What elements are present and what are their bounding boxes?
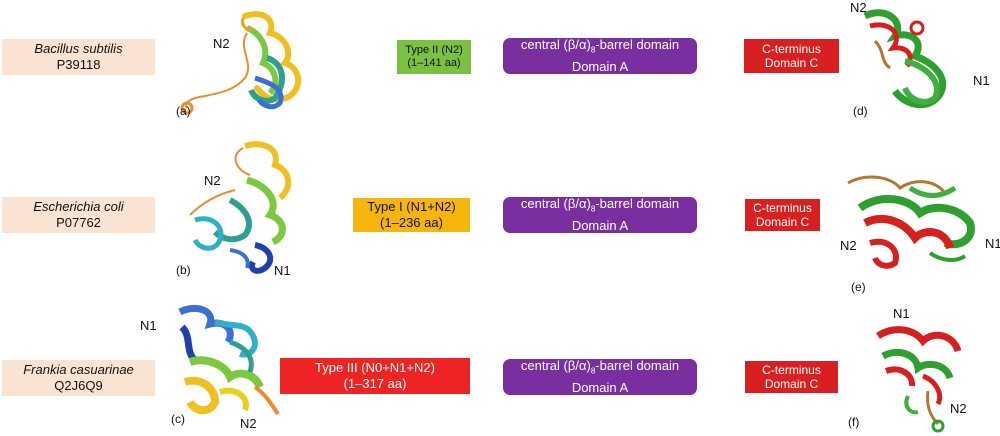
panel-label: (b) [176, 263, 191, 277]
domain-c-label: Domain C [764, 377, 819, 391]
protein-structure-b [189, 141, 292, 274]
n-range-label: (1–141 aa) [407, 57, 461, 69]
panel-label: (c) [171, 412, 185, 426]
structure-label: N2 [850, 0, 867, 15]
structure-label: N2 [204, 173, 221, 188]
domain-a-name: Domain A [571, 379, 629, 395]
accession-id: P39118 [56, 57, 101, 72]
domain-a-box: central (β/α)8-barrel domain Domain A [503, 37, 697, 74]
structure-label: N1 [893, 306, 910, 321]
domain-a-prefix: central (β/α) [520, 358, 591, 374]
n-type-label: Type I (N1+N2) [367, 199, 456, 214]
domain-c-label: Domain C [764, 56, 819, 70]
n-type-label: Type II (N2) [405, 44, 463, 56]
n-terminal-domain-box: Type II (N2) (1–141 aa) [397, 40, 471, 74]
species-box-1: Bacillus subtilis P39118 [2, 39, 155, 75]
species-box-3: Frankia casuarinae Q2J6Q9 [2, 360, 155, 396]
domain-a-prefix: central (β/α) [520, 196, 591, 212]
domain-c-box: C-terminus Domain C [745, 361, 838, 393]
domain-c-label: Domain C [755, 215, 810, 229]
protein-overlay-d [863, 9, 946, 108]
structure-label: N2 [213, 36, 230, 51]
panel-label: (a) [176, 104, 191, 118]
protein-structure-c [178, 305, 280, 416]
n-terminal-domain-box: Type I (N1+N2) (1–236 aa) [353, 198, 470, 232]
species-box-2: Escherichia coli P07762 [2, 197, 155, 233]
structure-label: N1 [274, 263, 291, 278]
n-range-label: (1–236 aa) [380, 215, 443, 230]
protein-structure-a [180, 11, 302, 115]
domain-a-box: central (β/α)8-barrel domain Domain A [503, 196, 697, 233]
domain-a-suffix: -barrel domain [595, 37, 680, 53]
domain-c-box: C-terminus Domain C [745, 199, 820, 231]
c-terminus-label: C-terminus [762, 363, 821, 377]
panel-label: (d) [853, 104, 868, 118]
domain-a-title: central (β/α)8-barrel domain [503, 358, 697, 380]
structure-label: N2 [240, 416, 257, 431]
structure-label: N2 [840, 238, 857, 253]
species-name: Bacillus subtilis [34, 41, 123, 56]
domain-a-subscript: 8 [590, 366, 596, 376]
domain-a-box: central (β/α)8-barrel domain Domain A [503, 358, 697, 395]
domain-a-name: Domain A [571, 58, 629, 74]
structure-label: N2 [950, 401, 967, 416]
c-terminus-label: C-terminus [753, 201, 812, 215]
domain-a-prefix: central (β/α) [520, 37, 591, 53]
domain-a-subscript: 8 [590, 45, 596, 55]
domain-a-suffix: -barrel domain [595, 358, 680, 374]
domain-a-name: Domain A [571, 217, 629, 233]
domain-c-box: C-terminus Domain C [744, 39, 839, 73]
protein-overlay-f [876, 326, 962, 433]
accession-id: P07762 [56, 215, 101, 230]
domain-a-title: central (β/α)8-barrel domain [503, 196, 697, 218]
panel-label: (e) [851, 280, 866, 294]
domain-a-title: central (β/α)8-barrel domain [503, 37, 697, 59]
n-terminal-domain-box: Type III (N0+N1+N2) (1–317 aa) [280, 358, 470, 394]
domain-a-subscript: 8 [590, 204, 596, 214]
c-terminus-label: C-terminus [762, 42, 821, 56]
n-type-label: Type III (N0+N1+N2) [315, 360, 435, 375]
structure-label: N1 [140, 318, 157, 333]
species-name: Escherichia coli [33, 199, 124, 214]
accession-id: Q2J6Q9 [54, 378, 103, 393]
protein-overlay-e [847, 175, 975, 269]
domain-a-suffix: -barrel domain [595, 196, 680, 212]
n-range-label: (1–317 aa) [343, 376, 407, 391]
panel-label: (f) [848, 415, 860, 429]
structure-label: N1 [985, 236, 1000, 251]
structure-label: N1 [973, 73, 990, 88]
species-name: Frankia casuarinae [23, 362, 134, 377]
